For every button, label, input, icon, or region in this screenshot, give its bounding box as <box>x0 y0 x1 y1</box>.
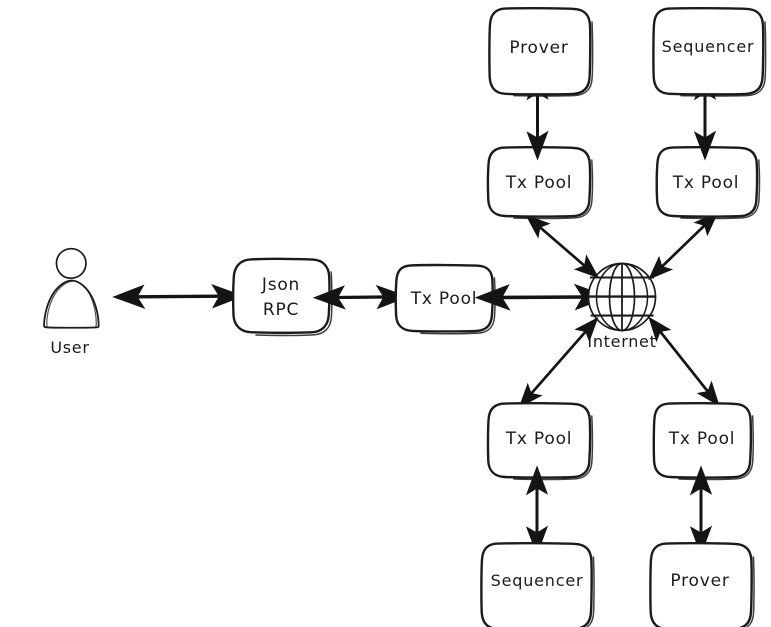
arrow-bidirectional <box>112 284 245 309</box>
arrow-bidirectional <box>648 211 719 281</box>
node-sequencer-bottom[interactable]: Sequencer <box>480 542 595 627</box>
box-outline <box>394 263 494 333</box>
node-tx-pool-bottom-left[interactable]: Tx Pool <box>486 402 594 481</box>
box-outline <box>486 146 592 218</box>
node-tx-pool-center[interactable]: Tx Pool <box>394 263 496 335</box>
box-sketch-overstroke <box>513 159 594 220</box>
tx-pool-bottom-right-label: Tx Pool <box>668 429 736 449</box>
edge-internet-to-txpool-top-left[interactable] <box>525 214 600 279</box>
edge-internet-to-txpool-bottom-right[interactable] <box>648 316 720 407</box>
node-internet[interactable]: Internet <box>587 262 657 352</box>
box-sketch-overstroke <box>513 21 594 97</box>
box-sketch-overstroke <box>680 21 767 97</box>
globe-icon <box>587 262 657 332</box>
edge-txpool-to-internet[interactable] <box>474 283 610 311</box>
edge-internet-to-txpool-top-right[interactable] <box>648 211 719 281</box>
node-tx-pool-bottom-right[interactable]: Tx Pool <box>652 402 754 481</box>
box-sketch-overstroke <box>745 556 755 627</box>
edge-jsonrpc-to-txpool[interactable] <box>312 284 409 310</box>
node-user[interactable]: User <box>43 247 100 357</box>
box-outline <box>652 402 753 479</box>
box-sketch-overstroke <box>585 556 595 627</box>
arrow-bidirectional <box>525 214 600 279</box>
sequencer-bottom-label: Sequencer <box>491 571 584 590</box>
tx-pool-top-right-label: Tx Pool <box>672 173 740 193</box>
arrow-bidirectional <box>648 316 720 407</box>
person-icon <box>43 247 100 329</box>
edge-internet-to-txpool-bottom-left[interactable] <box>518 317 599 408</box>
json-rpc-label-line1: Json <box>261 275 300 295</box>
prover-bottom-label: Prover <box>670 571 729 591</box>
box-outline <box>231 257 331 334</box>
tx-pool-bottom-left-label: Tx Pool <box>505 429 573 449</box>
box-outline <box>488 7 592 96</box>
json-rpc-label-line2: RPC <box>263 300 299 320</box>
node-tx-pool-top-left[interactable]: Tx Pool <box>486 146 594 220</box>
arrow-bidirectional <box>518 317 599 408</box>
arrow-bidirectional <box>312 284 409 310</box>
box-outline <box>652 7 765 96</box>
internet-caption: Internet <box>587 332 656 351</box>
box-outline <box>655 146 759 218</box>
box-sketch-overstroke <box>680 159 761 220</box>
tx-pool-top-left-label: Tx Pool <box>505 173 573 193</box>
arrow-bidirectional <box>474 283 610 311</box>
box-outline <box>480 542 593 627</box>
edge-user-to-jsonrpc[interactable] <box>112 284 245 309</box>
node-prover-top[interactable]: Prover <box>488 7 594 97</box>
node-sequencer-top[interactable]: Sequencer <box>652 7 767 97</box>
box-outline <box>649 542 753 627</box>
node-tx-pool-top-right[interactable]: Tx Pool <box>655 146 761 220</box>
box-outline <box>486 402 592 479</box>
sequencer-top-label: Sequencer <box>662 37 755 56</box>
user-caption: User <box>50 338 89 357</box>
prover-top-label: Prover <box>509 38 568 58</box>
node-json-rpc[interactable]: Json RPC <box>231 257 333 337</box>
node-prover-bottom[interactable]: Prover <box>649 542 755 627</box>
tx-pool-center-label: Tx Pool <box>410 289 478 309</box>
